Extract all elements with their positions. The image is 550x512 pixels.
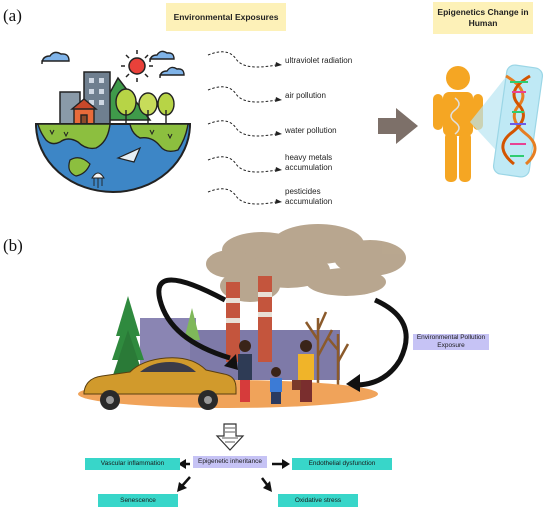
dashed-arrow-icon [207,120,277,137]
dna-helix-icon [470,64,544,178]
chimney-icon [226,276,272,362]
family-figures-icon [238,340,314,404]
car-icon [83,357,237,410]
epigenetic-inheritance-node: Epigenetic inheritance [193,456,267,468]
endothelial-dysfunction-node: Endothelial dysfunction [292,458,392,470]
flow-arrows [177,459,290,492]
dashed-arrow-icon [207,86,277,103]
human-figure-icon [433,66,483,182]
sun-icon [121,50,153,82]
panel-a-label: (a) [3,6,22,25]
curved-arrow-icon [354,297,409,388]
exposure-arrows [207,51,277,205]
exposure-water-pollution: water pollution [285,126,337,135]
cloud-icon [149,50,175,63]
senescence-node: Senescence [98,494,178,507]
dashed-arrow-icon [207,51,277,68]
curved-arrow-icon [156,277,231,361]
tree-icon [115,88,175,124]
dashed-arrow-icon [207,156,277,173]
earth-globe-icon [34,123,192,193]
vascular-inflammation-node: Vascular inflammation [85,458,180,470]
environmental-pollution-exposure-label: Environmental Pollution Exposure [413,334,489,350]
environmental-exposures-title: Environmental Exposures [166,3,286,31]
dashed-arrow-icon [207,188,277,205]
exposure-air-pollution: air pollution [285,91,326,100]
exposure-heavy-metals: heavy metals accumulation [285,153,333,172]
exposure-pesticides: pesticides accumulation [285,187,333,206]
oxidative-stress-node: Oxidative stress [278,494,358,507]
striped-down-arrow-icon [215,423,245,451]
big-right-arrow-icon [378,108,418,144]
exposure-ultraviolet: ultraviolet radiation [285,56,353,65]
cloud-icon [41,51,70,65]
arrow-down-left-icon [181,476,191,487]
cloud-icon [159,66,185,79]
dead-tree-icon [304,311,350,394]
epigenetics-change-title: Epigenetics Change in Human [433,2,533,34]
panel-b-label: (b) [3,236,23,255]
curved-arrows [156,277,409,388]
